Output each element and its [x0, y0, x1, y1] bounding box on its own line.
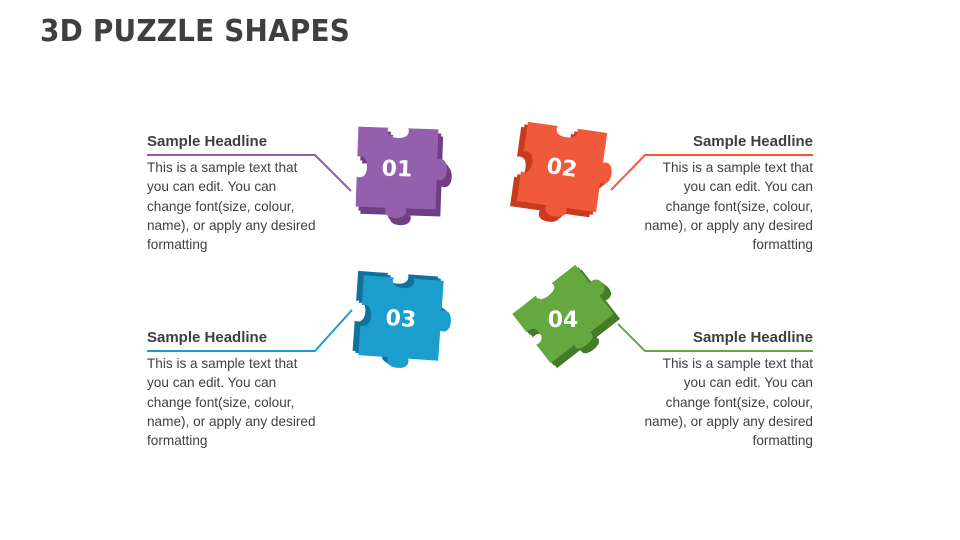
- item-02-headline: Sample Headline: [692, 133, 813, 150]
- connector-04: [617, 323, 813, 352]
- connector-02: [610, 154, 813, 191]
- item-03-headline: Sample Headline: [147, 329, 268, 346]
- slide-title: 3D PUZZLE SHAPES: [40, 14, 351, 49]
- item-02-text-block: Sample Headline This is a sample text th…: [643, 132, 813, 254]
- connector-01: [147, 154, 352, 192]
- puzzle-piece-03: 03: [351, 270, 454, 372]
- item-03-text-block: Sample Headline This is a sample text th…: [147, 328, 317, 450]
- piece-number-04: 04: [548, 308, 579, 333]
- item-02-body: This is a sample text that you can edit.…: [644, 160, 813, 253]
- puzzle-piece-02: 02: [508, 121, 618, 229]
- item-04-text-block: Sample Headline This is a sample text th…: [643, 328, 813, 450]
- item-03-body: This is a sample text that you can edit.…: [147, 356, 316, 449]
- puzzle-piece-01: 01: [355, 126, 454, 227]
- item-01-headline: Sample Headline: [147, 133, 268, 150]
- piece-number-03: 03: [385, 306, 417, 333]
- item-01-body: This is a sample text that you can edit.…: [147, 160, 316, 253]
- item-04-body: This is a sample text that you can edit.…: [644, 356, 813, 449]
- item-01-text-block: Sample Headline This is a sample text th…: [147, 132, 317, 254]
- connector-03: [147, 309, 353, 352]
- item-04-headline: Sample Headline: [692, 329, 813, 346]
- piece-number-01: 01: [381, 156, 412, 182]
- piece-number-02: 02: [545, 154, 579, 183]
